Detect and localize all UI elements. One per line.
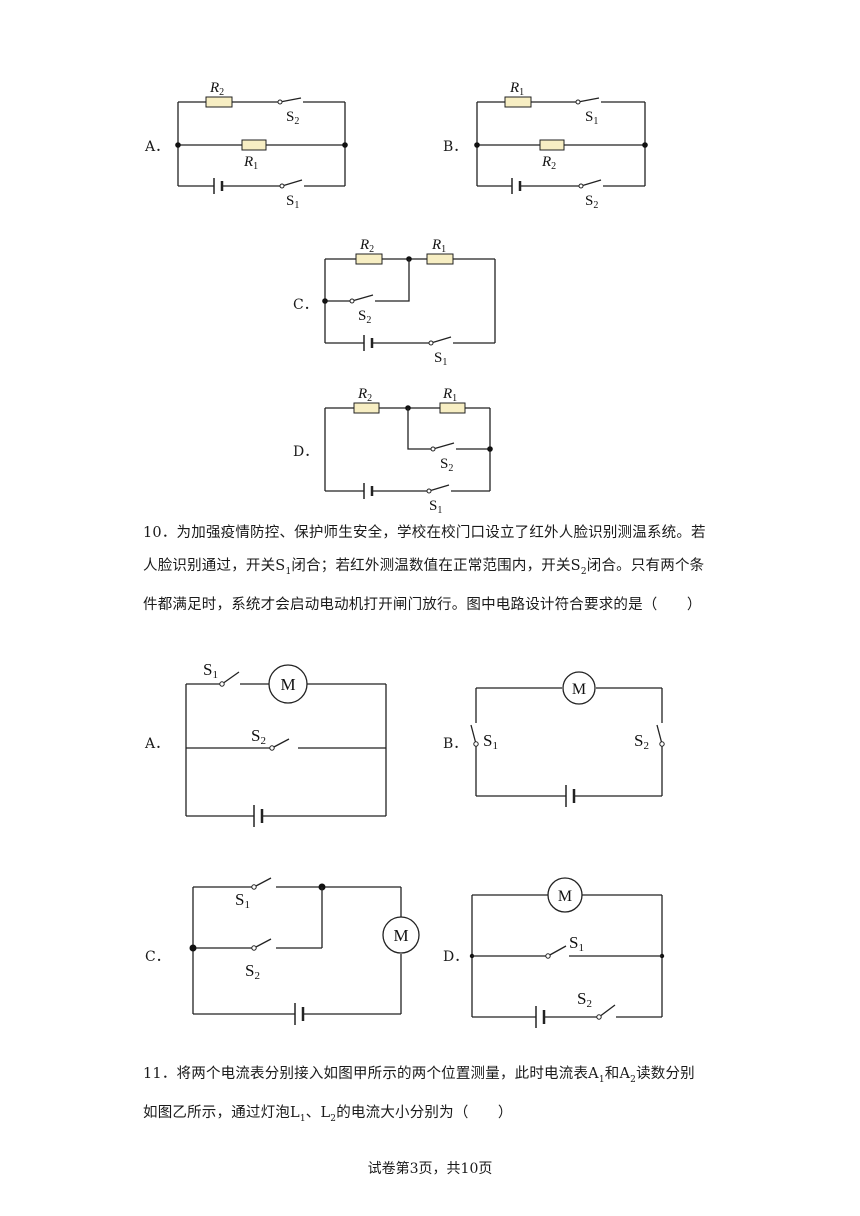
svg-text:R2: R2	[541, 154, 556, 172]
svg-text:S1: S1	[203, 660, 218, 681]
q10-circuit-d: M S1 S2	[469, 877, 665, 1028]
q9-circuit-a: R2 S2 R1 S1	[175, 80, 348, 211]
motor-icon	[382, 916, 420, 954]
q10-circuit-b: M S1 S2	[470, 671, 665, 807]
svg-text:S2: S2	[634, 731, 649, 752]
q10-line-2: 人脸识别通过，开关S1闭合；若红外测温数值在正常范围内，开关S2闭合。只有两个条	[143, 558, 705, 577]
svg-text:S2: S2	[440, 456, 453, 474]
q11-line-2: 如图乙所示，通过灯泡L1、L2的电流大小分别为（ ）	[143, 1104, 513, 1124]
resistor-icon	[539, 139, 565, 151]
svg-text:R2: R2	[209, 80, 224, 98]
motor-icon	[547, 877, 583, 913]
q9-circuit-c: R2 R1 S2 S1	[322, 237, 496, 368]
q9-option-c-label[interactable]: C．	[293, 297, 318, 313]
svg-text:S1: S1	[286, 193, 299, 211]
motor-icon	[562, 671, 596, 705]
q9-option-b-label[interactable]: B．	[443, 139, 468, 155]
svg-text:S1: S1	[235, 890, 250, 911]
q9-option-a-label[interactable]: A．	[145, 139, 170, 155]
svg-text:R2: R2	[357, 386, 372, 404]
svg-text:R2: R2	[359, 237, 374, 255]
svg-text:R1: R1	[431, 237, 446, 255]
q10-option-b-label[interactable]: B．	[443, 736, 468, 752]
q9-option-d-label[interactable]: D．	[293, 444, 319, 460]
svg-text:S2: S2	[358, 308, 371, 326]
resistor-icon	[355, 253, 383, 265]
svg-text:S2: S2	[245, 961, 260, 982]
svg-text:S1: S1	[585, 109, 598, 127]
page-footer: 试卷第3页，共10页	[367, 1161, 493, 1177]
q9-circuit-b: R1 S1 R2 S2	[474, 80, 648, 211]
svg-text:R1: R1	[442, 386, 457, 404]
svg-text:S2: S2	[577, 989, 592, 1010]
svg-text:S1: S1	[434, 350, 447, 368]
question-11-text: 11．将两个电流表分别接入如图甲所示的两个位置测量，此时电流表A1和A2读数分别…	[143, 1058, 723, 1136]
resistor-icon	[439, 402, 466, 414]
q10-circuit-a: M S1 S2	[185, 660, 387, 827]
q10-option-c-label[interactable]: C．	[145, 949, 170, 965]
svg-text:R1: R1	[243, 154, 258, 172]
resistor-icon	[504, 96, 532, 108]
svg-text:M: M	[393, 926, 408, 945]
q10-line-3: 件都满足时，系统才会启动电动机打开闸门放行。图中电路设计符合要求的是（ ）	[143, 596, 702, 613]
svg-text:M: M	[280, 675, 295, 694]
resistor-icon	[241, 139, 267, 151]
svg-text:S1: S1	[483, 731, 498, 752]
q10-line-1: 10．为加强疫情防控、保护师生安全，学校在校门口设立了红外人脸识别测温系统。若	[143, 525, 706, 541]
motor-icon	[268, 664, 308, 704]
resistor-icon	[426, 253, 454, 265]
svg-text:R1: R1	[509, 80, 524, 98]
question-10-text: 10．为加强疫情防控、保护师生安全，学校在校门口设立了红外人脸识别测温系统。若 …	[143, 517, 723, 622]
svg-text:S1: S1	[429, 498, 442, 516]
q10-option-d-label[interactable]: D．	[443, 949, 469, 965]
svg-text:S2: S2	[251, 726, 266, 747]
q11-line-1: 11．将两个电流表分别接入如图甲所示的两个位置测量，此时电流表A1和A2读数分别	[143, 1066, 695, 1085]
svg-text:S2: S2	[286, 109, 299, 127]
q9-circuit-d: R2 R1 S2 S1	[324, 386, 493, 516]
resistor-icon	[205, 96, 233, 108]
q10-circuit-c: M S1 S2	[189, 877, 420, 1025]
svg-text:S2: S2	[585, 193, 598, 211]
svg-text:M: M	[558, 888, 572, 905]
svg-text:S1: S1	[569, 933, 584, 954]
q10-option-a-label[interactable]: A．	[145, 736, 170, 752]
svg-text:M: M	[572, 681, 586, 698]
resistor-icon	[353, 402, 380, 414]
